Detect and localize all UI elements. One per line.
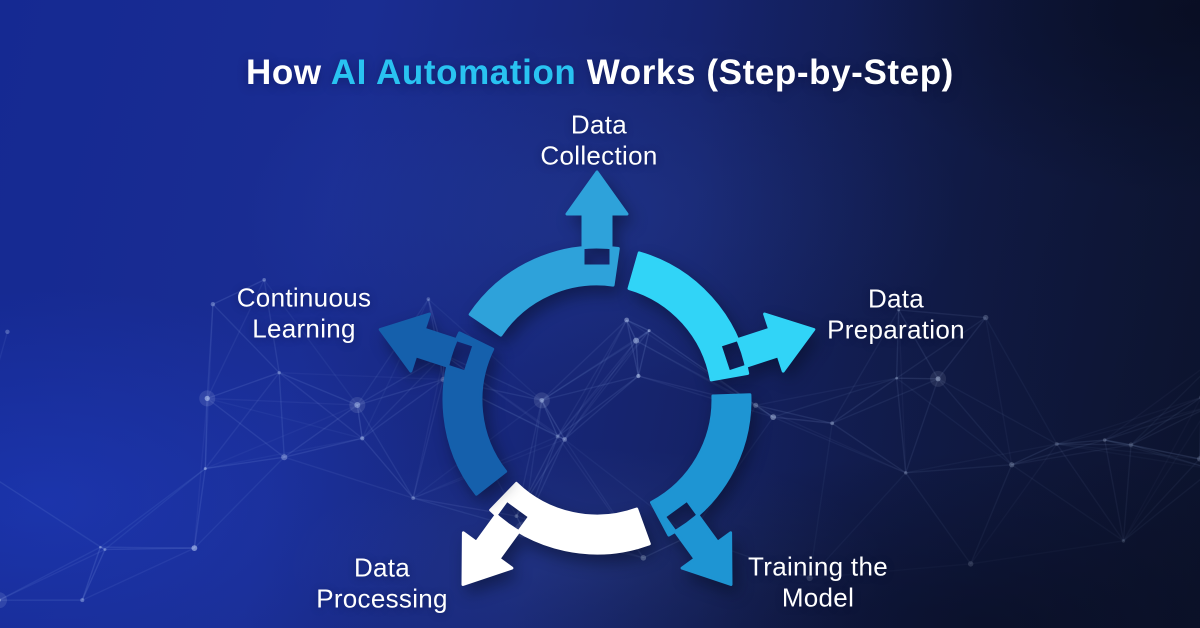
arrow-data-preparation [627,251,816,382]
title-highlight: AI Automation [330,53,577,92]
title-prefix: How [246,53,331,92]
page-title: How AI Automation Works (Step-by-Step) [0,53,1200,93]
step-label-data-collection: Data Collection [540,109,658,170]
step-label-training-model: Training the Model [748,551,888,612]
step-label-data-processing: Data Processing [316,552,448,613]
arrow-data-collection [468,170,629,337]
arrow-training-model [650,393,752,586]
title-suffix: Works (Step-by-Step) [576,53,954,92]
arrow-data-processing [461,481,651,586]
arrow-continuous-learning [378,312,508,496]
step-label-continuous-learning: Continuous Learning [236,282,372,343]
step-label-data-preparation: Data Preparation [827,283,965,344]
